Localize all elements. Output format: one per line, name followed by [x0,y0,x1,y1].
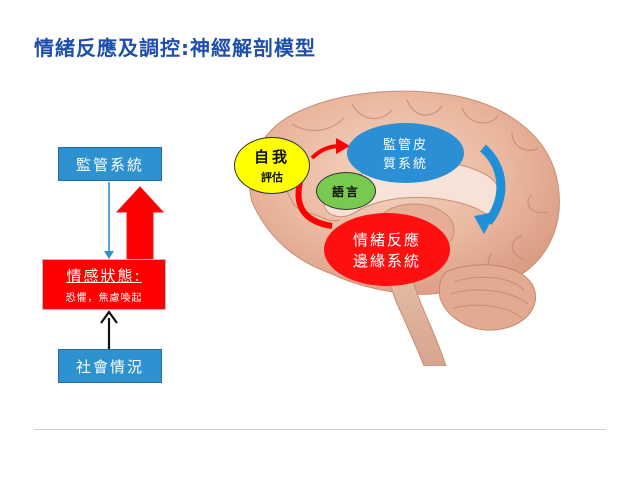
self-label-line1: 自我 [253,148,290,166]
emotional-state-detail: 恐懼，焦慮喚起 [65,293,143,304]
cortex-label-line2: 質系統 [382,157,428,172]
self-evaluation-ellipse: 自我 評估 [234,137,310,194]
black-up-arrow-icon [100,310,118,349]
self-label-line2: 評估 [261,171,283,184]
supervise-system-label: 監管系統 [75,155,144,174]
social-situation-label: 社會情況 [75,357,144,376]
language-label: 語言 [331,184,360,199]
bottom-divider [34,429,606,430]
cortex-label-line1: 監管皮 [382,138,428,153]
cortex-supervise-ellipse: 監管皮 質系統 [347,123,464,183]
red-small-arrow-icon [310,138,350,160]
emotional-state-label: 情感狀態: [66,267,142,285]
limbic-emotion-ellipse: 情緒反應 邊緣系統 [324,213,450,286]
red-block-up-arrow-icon [115,186,165,260]
slide-title: 情緒反應及調控:神經解剖模型 [34,36,316,60]
social-situation-box: 社會情況 [58,349,162,383]
blue-down-arrow-icon [104,182,114,259]
emotional-state-box: 情感狀態: 恐懼，焦慮喚起 [42,259,166,310]
language-ellipse: 語言 [316,172,376,210]
supervise-system-box: 監管系統 [58,147,162,181]
red-curved-arrow-icon [295,181,333,229]
limbic-label-line1: 情緒反應 [352,230,421,249]
limbic-label-line2: 邊緣系統 [352,251,421,270]
blue-curved-arrow-icon [474,144,506,234]
